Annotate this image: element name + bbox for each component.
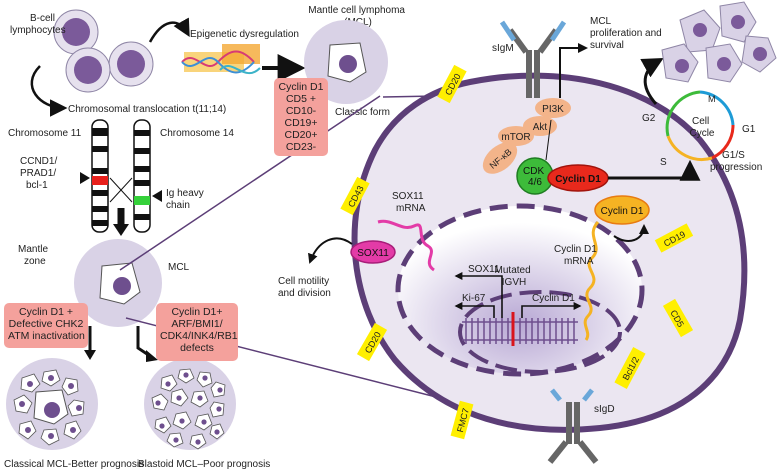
classical-mcl-cluster [6,358,98,450]
arf-line-1: Cyclin D1+ [171,306,223,318]
chr11-label: Chromosome 11 [8,128,82,139]
arrow-blastoid-stem [136,326,151,358]
arf-line-3: CDK4/INK4/RB1 [160,330,238,342]
chromosome-14 [133,119,151,233]
arf-line-4: defects [180,342,214,354]
arrow-down-head [113,224,129,236]
nucleus-sox11-label: SOX11 [468,264,500,275]
proliferation-label: MCL proliferation and survival [590,16,665,51]
mtor-label: mTOR [501,132,530,143]
zoom-line-upper [119,95,381,271]
nfkb-node [482,142,518,174]
ccnd1-pointer [80,172,90,184]
phase-g2: G2 [642,113,656,124]
classical-prognosis-label: Classical MCL-Better prognosis [4,459,144,469]
mcl-label: MCL [168,262,190,273]
sox11-mrna-strand [377,219,435,272]
blastoid-mcl-cluster [144,358,236,450]
arrow-blastoid-head [146,350,158,362]
phase-m: M [708,94,716,104]
cyclin-d1-label: Cyclin D1 [555,174,601,185]
pathway-link [545,119,552,161]
sigm-receptor [499,20,567,98]
arrow-cyclin-gene [521,302,582,318]
defective-line-1: Cyclin D1 + [19,306,73,318]
g1s-label: G1/S progression [710,150,762,173]
sigd-label: sIgD [594,404,615,415]
motility-label: Cell motility and division [278,276,332,299]
igh-label: Ig heavy chain [166,188,207,211]
sox11-protein [350,240,396,264]
classic-markers-box: Cyclin D1 CD5 + CD10- CD19+ CD20+ CD23- [274,78,328,156]
ccnd1-band [92,176,108,185]
epigenetic-label: Epigenetic dysregulation [190,29,299,40]
arf-defects-box: Cyclin D1+ ARF/BMI1/ CDK4/INK4/RB1 defec… [156,303,238,361]
cyclin-d1-protein-small [594,195,650,225]
arrow-to-motility [308,237,353,264]
pi3k-node [535,98,571,118]
defective-chk2-box: Cyclin D1 + Defective CHK2 ATM inactivat… [4,303,88,348]
mantle-zone-cell [74,239,162,327]
nucleus [395,203,645,377]
classic-marker-3: CD10- [285,105,317,117]
dna-ladder [462,318,578,344]
arrow-to-proliferating-cells [640,57,664,105]
mutated-igvh-label: Mutated IGVH [495,265,534,288]
classic-marker-5: CD20+ [284,129,318,141]
arrow-to-g1s [608,159,701,181]
arrow-to-proliferation [559,43,588,98]
cell-cycle-label: Cell Cycle [689,116,714,139]
blastoid-prognosis-label: Blastoid MCL–Poor prognosis [138,459,270,469]
classic-marker-2: CD5 + [285,93,317,105]
arrow-sox11-gene [454,272,503,318]
sigm-label: sIgM [492,43,514,54]
phase-g1: G1 [742,124,756,135]
b-cell-label: B-cell lymphocytes [10,13,66,36]
dna-helix-icon [181,44,261,75]
cdk46-label: CDK 4/6 [523,166,547,188]
phase-s: S [660,157,667,168]
classic-form-label: Classic form [335,107,390,118]
cyclin-mrna-strand [583,220,600,341]
igh-pointer [152,190,162,202]
b-cell-cluster [53,9,154,93]
arrow-ki67 [454,302,495,318]
sigd-receptor [547,388,599,464]
arf-line-2: ARF/BMI1/ [171,318,223,330]
classic-marker-1: Cyclin D1 [278,81,324,93]
cyclin-mrna-label: Cyclin D1 mRNA [554,244,600,267]
ccnd1-label: CCND1/ PRAD1/ bcl-1 [20,156,60,191]
cyclin-d1-small-label: Cyclin D1 [601,206,644,217]
marker-fmc7: FMC7 [450,400,474,440]
cell-cycle-diagram [665,90,735,161]
nucleus-cyclin-label: Cyclin D1 [532,293,575,304]
sox11-mrna-label: SOX11 mRNA [392,191,426,214]
igh-band [134,196,150,205]
mtor-node [498,126,534,146]
arrow-to-epigenetic [148,17,190,43]
classic-marker-4: CD19+ [284,117,318,129]
translocation-label: Chromosomal translocation t(11;14) [68,104,226,115]
chr14-label: Chromosome 14 [160,128,234,139]
defective-line-2: Defective CHK2 [8,318,84,330]
classic-marker-6: CD23- [285,141,317,153]
proliferating-cells [661,1,777,83]
chromosome-11 [91,119,109,233]
arrow-classical-head [84,350,96,360]
akt-label: Akt [533,122,548,133]
cross-line-2 [109,177,133,203]
defective-line-3: ATM inactivation [8,330,85,342]
mantle-zone-label: Mantle zone [18,244,51,267]
arrow-mrna-to-protein [613,224,649,242]
pi3k-label: PI3K [542,104,564,115]
ki67-label: Ki-67 [462,293,486,304]
sox11-protein-label: SOX11 [357,248,389,259]
arrow-to-translocation [30,65,68,117]
